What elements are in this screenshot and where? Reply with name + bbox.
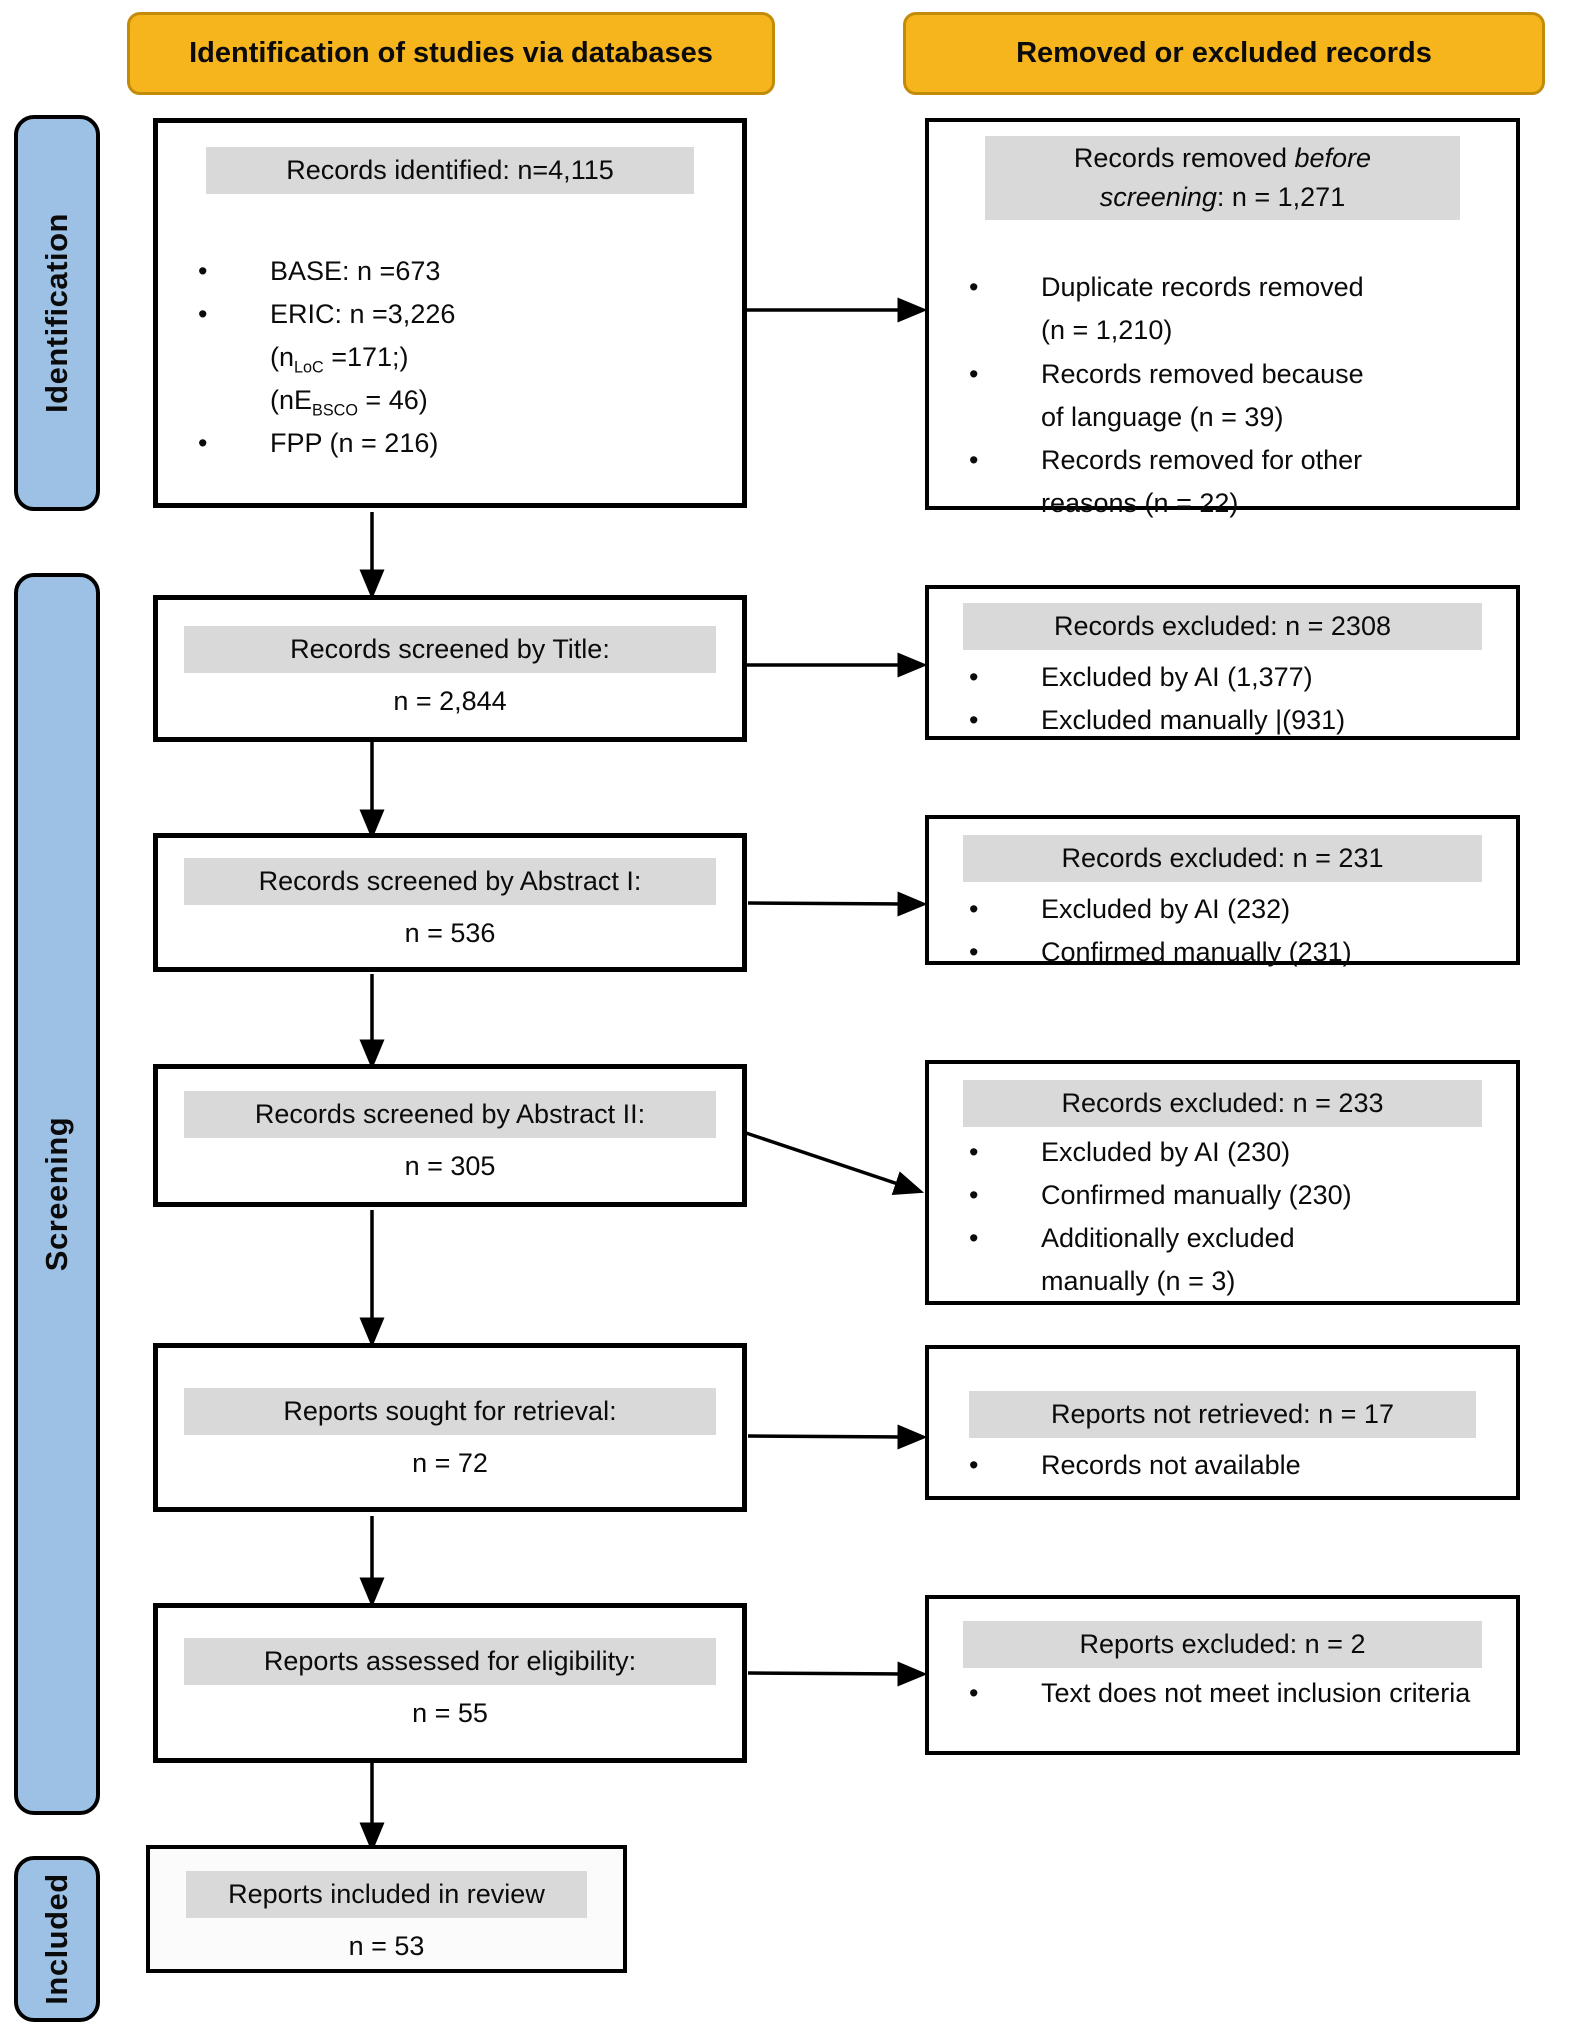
header-removed-or-excluded: Removed or excluded records xyxy=(903,12,1545,95)
box-screened-abstract1: Records screened by Abstract I: n = 536 xyxy=(153,833,747,972)
eligibility-count: n = 55 xyxy=(412,1697,488,1728)
list-item: ERIC: n =3,226 (nLoC =171;) (nEBSCO = 46… xyxy=(198,293,734,423)
list-item: Records removed for other reasons (n = 2… xyxy=(969,439,1508,525)
box-reports-not-retrieved: Reports not retrieved: n = 17 Records no… xyxy=(925,1345,1520,1500)
screened-title-count: n = 2,844 xyxy=(393,685,507,716)
stage-identification: Identification xyxy=(14,115,100,511)
abstract1-label: Records screened by Abstract I: xyxy=(184,858,716,905)
arrow-eligibility-to-excluded xyxy=(747,1661,928,1687)
box-excluded-abstract1: Records excluded: n = 231 Excluded by AI… xyxy=(925,815,1520,967)
list-item: Excluded by AI (1,377) xyxy=(969,656,1508,699)
included-count: n = 53 xyxy=(348,1930,425,1961)
stage-included-label: Included xyxy=(39,1873,74,2005)
list-item: Records removed because of language (n =… xyxy=(969,353,1508,439)
box-excluded-title-screen: Records excluded: n = 2308 Excluded by A… xyxy=(925,585,1520,740)
reports-excluded-label: Reports excluded: n = 2 xyxy=(963,1621,1482,1668)
header-identification-via-databases: Identification of studies via databases xyxy=(127,12,775,95)
box-reports-included: Reports included in review n = 53 xyxy=(146,1845,627,1973)
screened-title-label: Records screened by Title: xyxy=(184,626,716,673)
retrieval-label: Reports sought for retrieval: xyxy=(184,1388,716,1435)
list-item: Records not available xyxy=(969,1444,1508,1487)
box-excluded-abstract2: Records excluded: n = 233 Excluded by AI… xyxy=(925,1060,1520,1305)
excluded-title-label: Records excluded: n = 2308 xyxy=(963,603,1482,650)
not-retrieved-label: Reports not retrieved: n = 17 xyxy=(969,1391,1476,1438)
removed-before-title: Records removed before screening: n = 1,… xyxy=(985,136,1460,221)
eligibility-label: Reports assessed for eligibility: xyxy=(184,1638,716,1685)
box-reports-excluded: Reports excluded: n = 2 Text does not me… xyxy=(925,1595,1520,1755)
abstract1-count: n = 536 xyxy=(404,917,496,948)
list-item: Excluded by AI (230) xyxy=(969,1131,1508,1174)
excluded-abstract1-reasons: Excluded by AI (232) Confirmed manually … xyxy=(929,888,1516,974)
records-identified-title: Records identified: n=4,115 xyxy=(206,147,694,194)
arrow-retrieval-to-notretrieved xyxy=(747,1424,928,1450)
excluded-abstract1-label: Records excluded: n = 231 xyxy=(963,835,1482,882)
box-screened-by-title: Records screened by Title: n = 2,844 xyxy=(153,595,747,742)
reports-excluded-reasons: Text does not meet inclusion criteria xyxy=(929,1672,1516,1715)
arrow-abstract1-to-excluded xyxy=(747,891,928,917)
excluded-title-reasons: Excluded by AI (1,377) Excluded manually… xyxy=(929,656,1516,742)
excluded-abstract2-label: Records excluded: n = 233 xyxy=(963,1080,1482,1127)
included-label: Reports included in review xyxy=(186,1871,587,1918)
abstract2-count: n = 305 xyxy=(404,1150,496,1181)
list-item: Excluded manually |(931) xyxy=(969,699,1508,742)
list-item: FPP (n = 216) xyxy=(198,422,734,465)
stage-included: Included xyxy=(14,1856,100,2022)
excluded-abstract2-reasons: Excluded by AI (230) Confirmed manually … xyxy=(929,1131,1516,1304)
abstract2-label: Records screened by Abstract II: xyxy=(184,1091,716,1138)
arrow-abstract2-to-excluded xyxy=(745,1131,925,1196)
stage-identification-label: Identification xyxy=(39,213,74,413)
not-retrieved-reasons: Records not available xyxy=(929,1444,1516,1487)
list-item: Additionally excluded manually (n = 3) xyxy=(969,1217,1508,1303)
list-item: Duplicate records removed (n = 1,210) xyxy=(969,266,1508,352)
list-item: Excluded by AI (232) xyxy=(969,888,1508,931)
box-reports-sought: Reports sought for retrieval: n = 72 xyxy=(153,1343,747,1512)
retrieval-count: n = 72 xyxy=(412,1447,488,1478)
list-item: Confirmed manually (230) xyxy=(969,1174,1508,1217)
list-item: BASE: n =673 xyxy=(198,250,734,293)
box-records-identified: Records identified: n=4,115 BASE: n =673… xyxy=(153,118,747,508)
list-item: Text does not meet inclusion criteria xyxy=(969,1672,1508,1715)
stage-screening-label: Screening xyxy=(39,1116,74,1272)
box-removed-before-screening: Records removed before screening: n = 1,… xyxy=(925,118,1520,518)
box-screened-abstract2: Records screened by Abstract II: n = 305 xyxy=(153,1064,747,1207)
list-item: Confirmed manually (231) xyxy=(969,931,1508,974)
records-identified-sources: BASE: n =673 ERIC: n =3,226 (nLoC =171;)… xyxy=(158,250,742,466)
stage-screening: Screening xyxy=(14,573,100,1815)
box-reports-assessed: Reports assessed for eligibility: n = 55 xyxy=(153,1603,747,1763)
removed-before-reasons: Duplicate records removed (n = 1,210) Re… xyxy=(929,266,1516,525)
